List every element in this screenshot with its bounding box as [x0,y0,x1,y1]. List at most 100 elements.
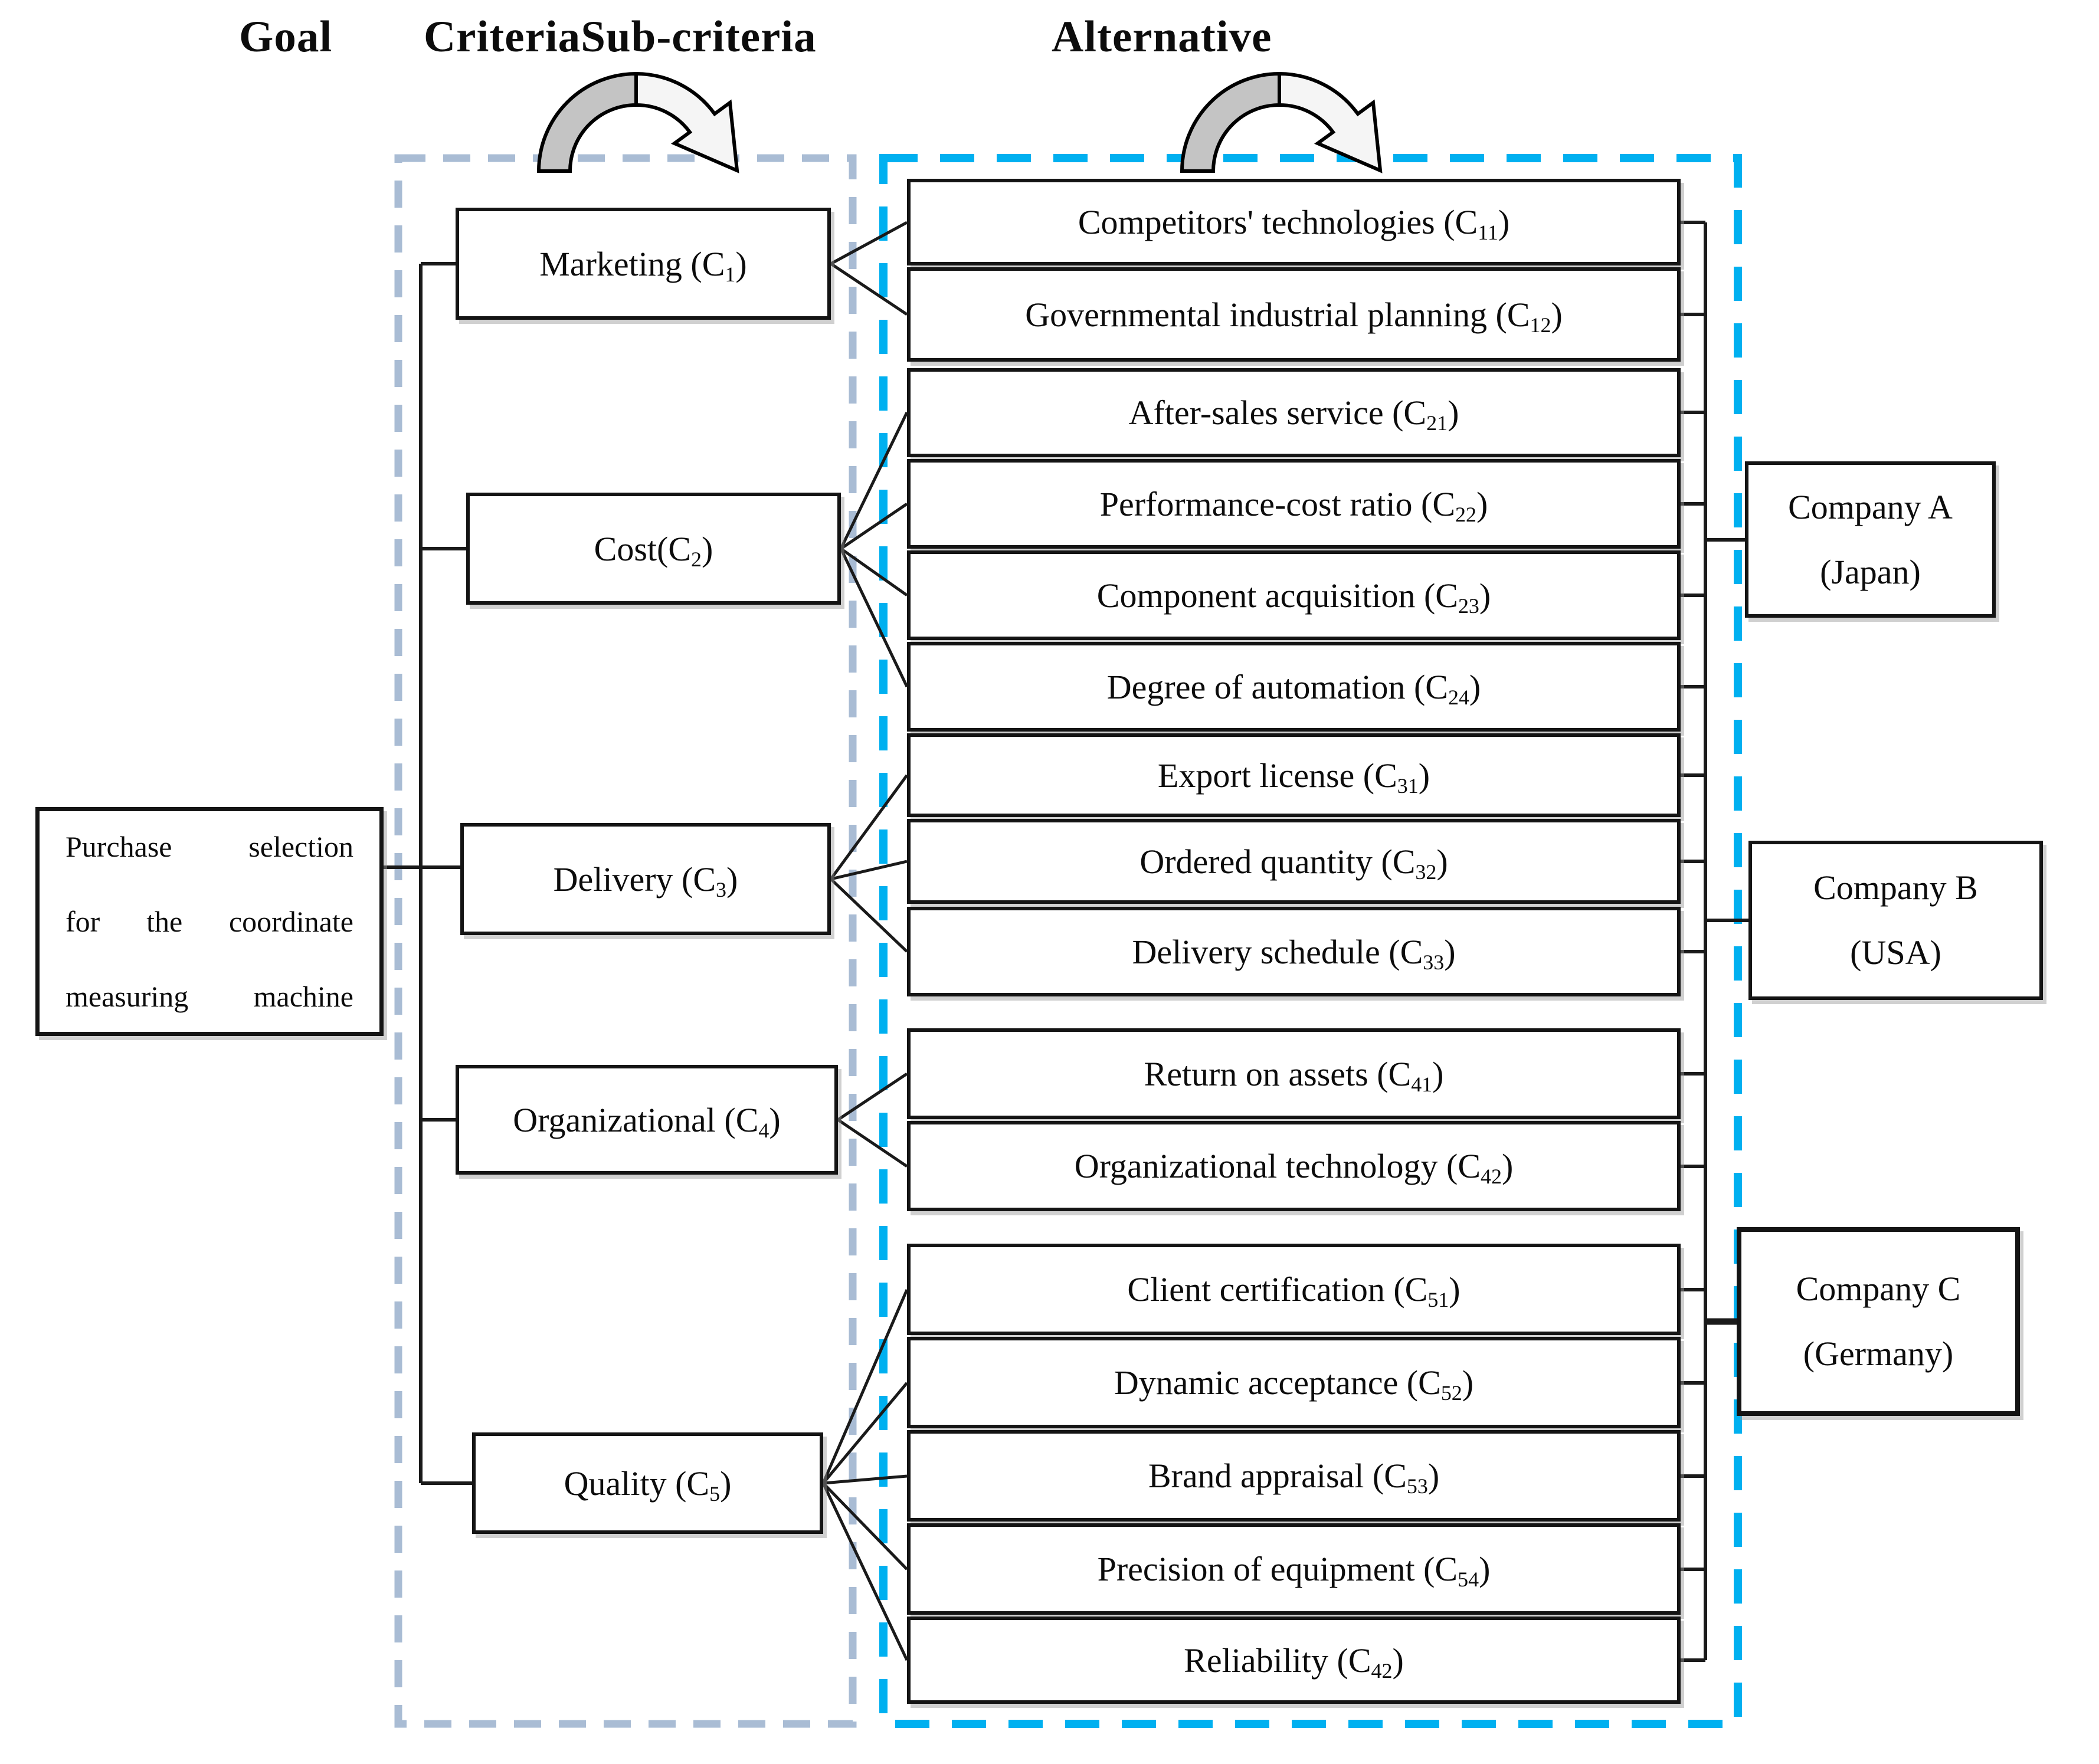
criteria-subscript: 4 [758,1118,769,1142]
subcriteria-label: Dynamic acceptance (C [1114,1363,1441,1402]
criteria-box-delivery: Delivery (C3) [460,823,831,935]
subcriteria-label-end: ) [1476,484,1488,523]
subcriteria-label-end: ) [1392,1641,1404,1680]
header-goal: Goal [239,12,333,61]
subcriteria-subscript: 52 [1440,1381,1462,1405]
subcriteria-box-c41: Return on assets (C41) [907,1028,1681,1119]
subcriteria-box-c52: Dynamic acceptance (C52) [907,1337,1681,1428]
subcriteria-label: Governmental industrial planning (C [1025,295,1530,334]
criteria-label: Marketing (C [539,244,725,283]
subcriteria-label-end: ) [1427,1457,1440,1495]
subcriteria-box-c42: Organizational technology (C42) [907,1121,1681,1211]
subcriteria-subscript: 12 [1530,313,1551,337]
header-criteria: Criteria [424,12,581,61]
subcriteria-label-end: ) [1479,576,1491,615]
curved-arrow-alternative [1180,71,1383,173]
subcriteria-label: After-sales service (C [1128,394,1427,432]
alternative-box-company-a: Company A (Japan) [1745,461,1996,618]
subcriteria-box-c51: Client certification (C51) [907,1244,1681,1335]
subcriteria-subscript: 11 [1478,221,1498,245]
alternative-box-company-b: Company B (USA) [1748,841,2043,1000]
criteria-to-subcriteria-fans [821,221,909,1661]
subcriteria-subscript: 54 [1458,1568,1479,1592]
goal-line: for the coordinate [66,904,353,938]
criteria-label-end: ) [769,1100,781,1139]
subcriteria-label-end: ) [1432,1054,1444,1093]
subcriteria-label-end: ) [1498,203,1510,241]
subcriteria-label-end: ) [1551,295,1563,334]
goal-line: Purchase selection [66,829,353,863]
criteria-subscript: 2 [691,547,702,571]
company-name: Company A [1788,487,1953,526]
subcriteria-label: Brand appraisal (C [1148,1457,1407,1495]
company-name: Company C [1796,1270,1961,1308]
subcriteria-box-c21: After-sales service (C21) [907,368,1681,457]
subcriteria-subscript: 33 [1423,950,1445,974]
criteria-label: Cost(C [594,529,692,568]
subcriteria-label-end: ) [1469,667,1481,706]
subcriteria-subscript: 24 [1448,685,1469,709]
criteria-subscript: 5 [709,1481,721,1506]
subcriteria-label: Delivery schedule (C [1132,932,1423,971]
subcriteria-box-reliability: Reliability (C42) [907,1617,1681,1704]
criteria-label-end: ) [720,1464,732,1503]
company-country: (Germany) [1803,1335,1954,1373]
subcriteria-label: Performance-cost ratio (C [1099,484,1456,523]
subcriteria-label-end: ) [1448,394,1459,432]
header-criteria-subcriteria: CriteriaSub-criteria [424,12,817,63]
criteria-box-organizational: Organizational (C4) [456,1065,838,1175]
subcriteria-subscript: 42 [1371,1658,1393,1683]
subcriteria-subscript: 23 [1458,594,1479,618]
header-sub-criteria: Sub-criteria [581,12,817,61]
subcriteria-box-c31: Export license (C31) [907,733,1681,817]
criteria-label: Organizational (C [513,1100,759,1139]
criteria-box-cost: Cost(C2) [466,493,841,605]
criteria-label-end: ) [735,244,747,283]
subcriteria-label-end: ) [1449,1270,1461,1309]
curved-arrow-criteria [536,71,739,173]
alternative-box-company-c: Company C (Germany) [1737,1227,2020,1416]
subcriteria-label: Export license (C [1157,756,1397,795]
subcriteria-box-c32: Ordered quantity (C32) [907,819,1681,904]
subcriteria-subscript: 22 [1455,502,1476,526]
subcriteria-label: Reliability (C [1184,1641,1371,1680]
subcriteria-label: Return on assets (C [1144,1054,1412,1093]
goal-box: Purchase selection for the coordinate me… [35,807,384,1036]
goal-line: measuring machine [66,979,353,1013]
criteria-label-end: ) [726,860,738,899]
subcriteria-box-c23: Component acquisition (C23) [907,550,1681,640]
subcriteria-label: Component acquisition (C [1096,576,1458,615]
subcriteria-label: Competitors' technologies (C [1078,203,1478,241]
subcriteria-box-c22: Performance-cost ratio (C22) [907,459,1681,549]
criteria-container [394,154,857,1728]
criteria-subscript: 3 [716,877,727,901]
criteria-subscript: 1 [725,262,736,286]
subcriteria-box-c12: Governmental industrial planning (C12) [907,267,1681,362]
subcriteria-subscript: 32 [1415,860,1437,884]
subcriteria-label: Organizational technology (C [1074,1147,1481,1185]
subcriteria-label-end: ) [1501,1147,1514,1185]
subcriteria-label: Degree of automation (C [1106,667,1448,706]
subcriteria-box-c24: Degree of automation (C24) [907,642,1681,732]
subcriteria-label-end: ) [1462,1363,1474,1402]
subcriteria-subscript: 41 [1411,1072,1433,1096]
header-alternative: Alternative [1052,12,1272,61]
company-country: (USA) [1850,933,1941,972]
subcriteria-label-end: ) [1479,1550,1491,1588]
subcriteria-label-end: ) [1444,932,1456,971]
subcriteria-label-end: ) [1418,756,1430,795]
subcriteria-box-c53: Brand appraisal (C53) [907,1430,1681,1522]
subcriteria-label-end: ) [1436,842,1448,881]
subcriteria-subscript: 42 [1481,1165,1502,1189]
criteria-label: Delivery (C [553,860,716,899]
subcriteria-label: Precision of equipment (C [1097,1550,1458,1588]
goal-to-criteria-connectors [384,262,474,1485]
company-country: (Japan) [1820,552,1921,591]
subcriteria-subscript: 21 [1426,411,1448,435]
criteria-label-end: ) [702,529,713,568]
subcriteria-label: Ordered quantity (C [1139,842,1416,881]
alternative-container [879,154,1742,1728]
criteria-label: Quality (C [564,1464,710,1503]
subcriteria-subscript: 51 [1427,1288,1449,1312]
